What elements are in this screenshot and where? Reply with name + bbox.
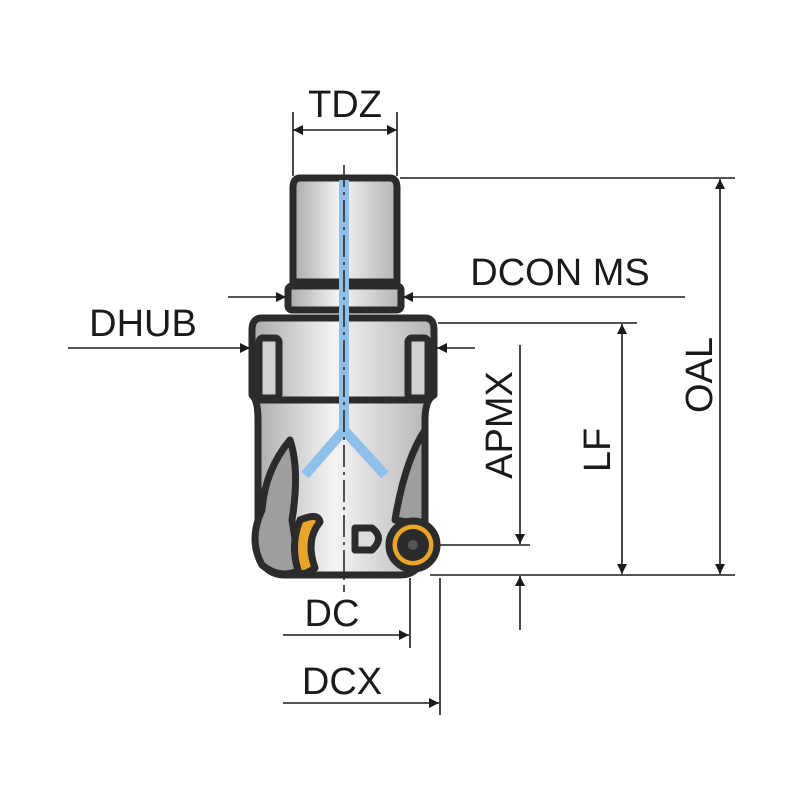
insert-left	[291, 513, 324, 577]
label-lf: LF	[577, 428, 619, 472]
label-oal: OAL	[679, 337, 721, 413]
label-dcx: DCX	[302, 661, 382, 703]
label-dhub: DHUB	[89, 303, 197, 345]
dimension-apmx: APMX	[479, 345, 525, 630]
flute-left	[251, 436, 304, 578]
hub-slot-right	[404, 334, 432, 402]
cutter-body	[248, 314, 438, 579]
dimension-dcx: DCX	[283, 578, 441, 715]
hub-slot-left	[255, 334, 283, 402]
label-apmx: APMX	[479, 371, 521, 479]
clamp-screw	[351, 524, 382, 554]
insert-right	[385, 517, 441, 573]
label-tdz: TDZ	[308, 84, 382, 126]
dimension-dcon-ms: DCON MS	[228, 252, 685, 302]
dimension-lf: LF	[577, 324, 627, 574]
flute-right	[391, 426, 429, 529]
dimension-tdz: TDZ	[292, 84, 398, 176]
dimension-oal: OAL	[679, 179, 725, 574]
label-dc: DC	[305, 593, 360, 635]
dimension-dhub: DHUB	[68, 303, 475, 353]
dimension-dc: DC	[283, 578, 411, 648]
torx-screw-icon	[408, 540, 418, 550]
label-dcon-ms: DCON MS	[470, 252, 649, 294]
